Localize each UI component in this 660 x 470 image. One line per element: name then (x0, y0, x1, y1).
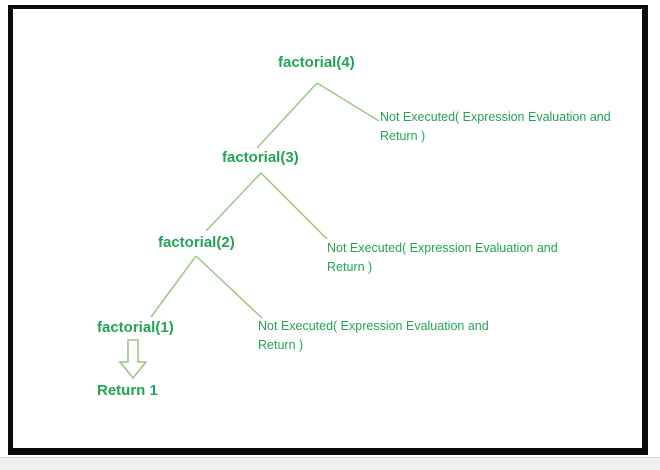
bottom-gray-strip (0, 457, 660, 470)
not-executed-annotation-1: Not Executed( Expression Evaluation and … (380, 108, 611, 146)
annotation-line: Return ) (258, 338, 304, 352)
node-factorial-4: factorial(4) (278, 54, 355, 71)
return-1-label: Return 1 (97, 382, 158, 399)
not-executed-annotation-3: Not Executed( Expression Evaluation and … (258, 317, 489, 355)
node-factorial-3: factorial(3) (222, 149, 299, 166)
node-factorial-1: factorial(1) (97, 319, 174, 336)
not-executed-annotation-2: Not Executed( Expression Evaluation and … (327, 239, 558, 277)
annotation-line: Return ) (380, 129, 426, 143)
annotation-line: Return ) (327, 260, 373, 274)
annotation-line: Not Executed( Expression Evaluation and (258, 319, 489, 333)
diagram-frame (8, 5, 648, 455)
annotation-line: Not Executed( Expression Evaluation and (327, 241, 558, 255)
node-factorial-2: factorial(2) (158, 234, 235, 251)
annotation-line: Not Executed( Expression Evaluation and (380, 110, 611, 124)
